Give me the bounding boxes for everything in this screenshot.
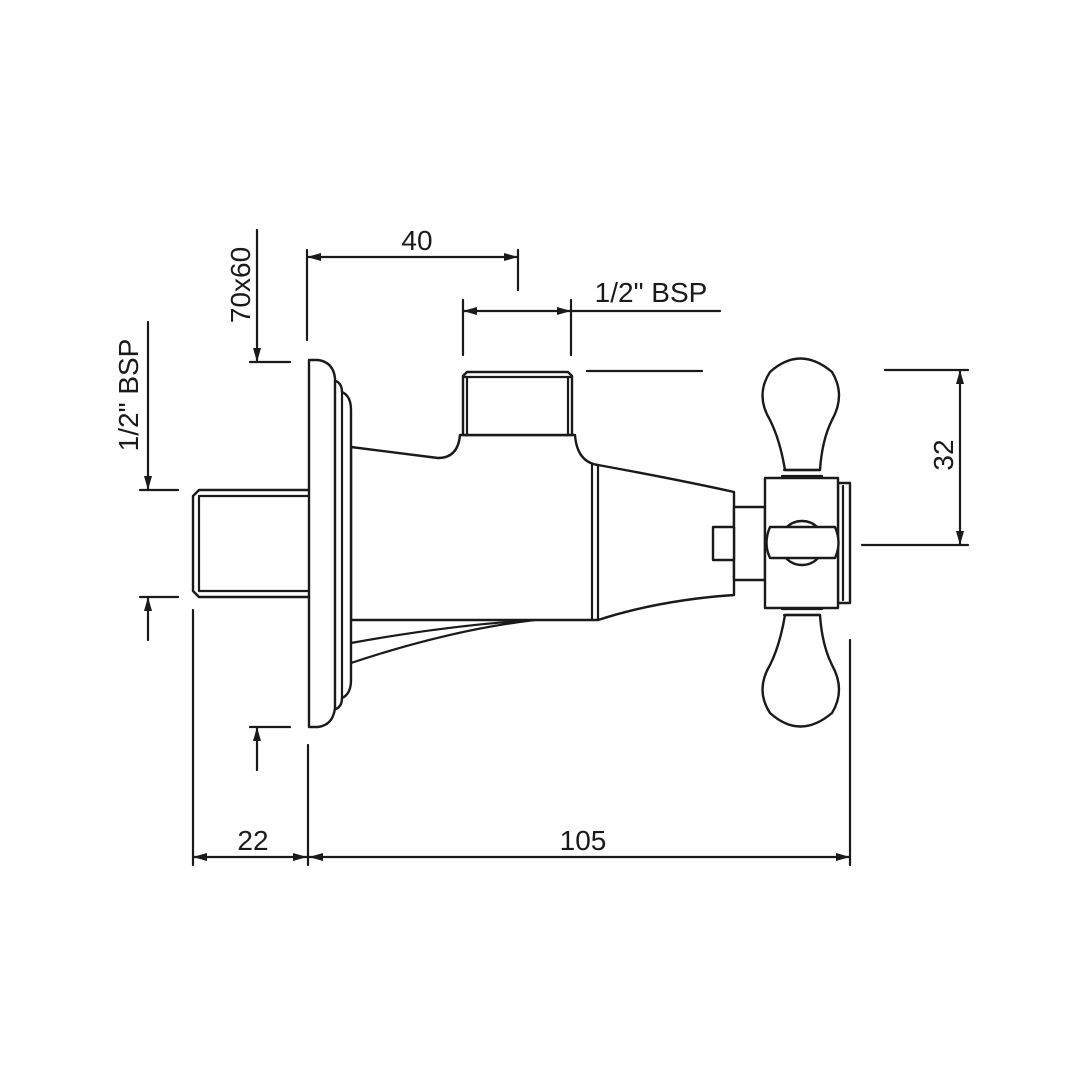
upper-handle-lever (761, 357, 841, 472)
dim-outlet-thread-label: 1/2" BSP (595, 277, 708, 308)
valve-body-main (349, 433, 736, 622)
dim-inlet-thread-label: 1/2" BSP (113, 339, 144, 452)
outlet-pipe (461, 370, 574, 437)
inlet-pipe (191, 488, 308, 599)
dim-flange-label: 70x60 (225, 247, 256, 323)
wall-flange (307, 358, 337, 729)
valve-body (191, 357, 852, 729)
lower-handle-lever (761, 613, 841, 728)
stem (732, 505, 767, 582)
cross-bar (765, 525, 840, 560)
dimension-lines: 40 1/2" BSP 70x60 1/2" BSP 32 22 105 (113, 225, 970, 867)
dim-40-label: 40 (401, 225, 432, 256)
dim-22-label: 22 (237, 825, 268, 856)
stem-key (711, 525, 736, 562)
dim-32-label: 32 (928, 439, 959, 470)
dim-105-label: 105 (560, 825, 607, 856)
